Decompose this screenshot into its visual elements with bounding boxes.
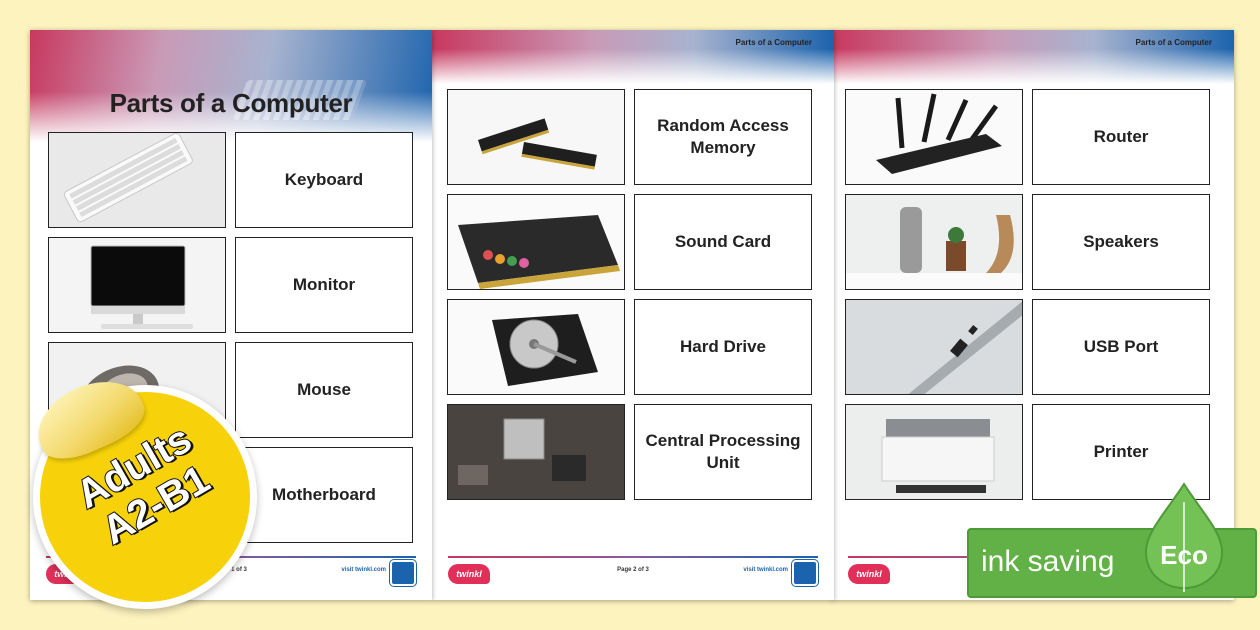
footer-divider xyxy=(448,556,818,558)
router-image xyxy=(846,90,1022,184)
quality-seal-icon xyxy=(792,560,818,586)
eco-label: Eco xyxy=(1160,540,1208,570)
hard-drive-image xyxy=(448,300,624,394)
twinkl-esl-logo: twinkl ESL xyxy=(848,564,890,599)
usb-port-image xyxy=(846,300,1022,394)
sound-card-image xyxy=(448,195,624,289)
page-number: Page 2 of 3 xyxy=(617,567,649,573)
keyboard-picture-card xyxy=(48,132,226,228)
usb-port-picture-card xyxy=(845,299,1023,395)
visit-link[interactable]: visit twinkl.com xyxy=(743,567,788,573)
word-card-ram: Random Access Memory xyxy=(634,89,812,185)
worksheet-page-2: Parts of a Computer Random Access Memory… xyxy=(432,30,834,600)
twinkl-esl-logo: twinkl ESL xyxy=(448,564,490,599)
cpu-image xyxy=(448,405,624,499)
page-title: Parts of a Computer xyxy=(109,88,353,118)
printer-picture-card xyxy=(845,404,1023,500)
ink-saving-label: ink saving xyxy=(981,545,1115,578)
speakers-picture-card xyxy=(845,194,1023,290)
word-card-cpu: Central Processing Unit xyxy=(634,404,812,500)
title-banner xyxy=(30,30,432,142)
word-card-usb-port: USB Port xyxy=(1032,299,1210,395)
ink-saving-badge: ink saving xyxy=(967,528,1257,598)
page-number: Page 1 of 3 xyxy=(215,567,247,573)
word-card-motherboard: Motherboard xyxy=(235,447,413,543)
header-title: Parts of a Computer xyxy=(735,38,812,47)
word-card-hard-drive: Hard Drive xyxy=(634,299,812,395)
visit-link[interactable]: visit twinkl.com xyxy=(341,567,386,573)
word-card-sound-card: Sound Card xyxy=(634,194,812,290)
header-banner xyxy=(432,30,834,84)
worksheet-page-1: Parts of a Computer Keyboard Monitor xyxy=(30,30,432,600)
ram-picture-card xyxy=(447,89,625,185)
word-card-printer: Printer xyxy=(1032,404,1210,500)
word-card-mouse: Mouse xyxy=(235,342,413,438)
router-picture-card xyxy=(845,89,1023,185)
monitor-image xyxy=(49,238,225,332)
word-card-router: Router xyxy=(1032,89,1210,185)
word-card-keyboard: Keyboard xyxy=(235,132,413,228)
hard-drive-picture-card xyxy=(447,299,625,395)
age-level-badge: Adults A2-B1 xyxy=(25,366,250,602)
worksheet-page-3: Parts of a Computer Router Speakers xyxy=(832,30,1234,600)
ram-image xyxy=(448,90,624,184)
header-title: Parts of a Computer xyxy=(1135,38,1212,47)
sound-card-picture-card xyxy=(447,194,625,290)
printer-image xyxy=(846,405,1022,499)
quality-seal-icon xyxy=(390,560,416,586)
keyboard-image xyxy=(49,133,225,227)
eco-leaf-icon: Eco xyxy=(1142,482,1226,592)
word-card-speakers: Speakers xyxy=(1032,194,1210,290)
cpu-picture-card xyxy=(447,404,625,500)
speakers-image xyxy=(846,195,1022,289)
header-banner xyxy=(832,30,1234,84)
word-card-monitor: Monitor xyxy=(235,237,413,333)
monitor-picture-card xyxy=(48,237,226,333)
